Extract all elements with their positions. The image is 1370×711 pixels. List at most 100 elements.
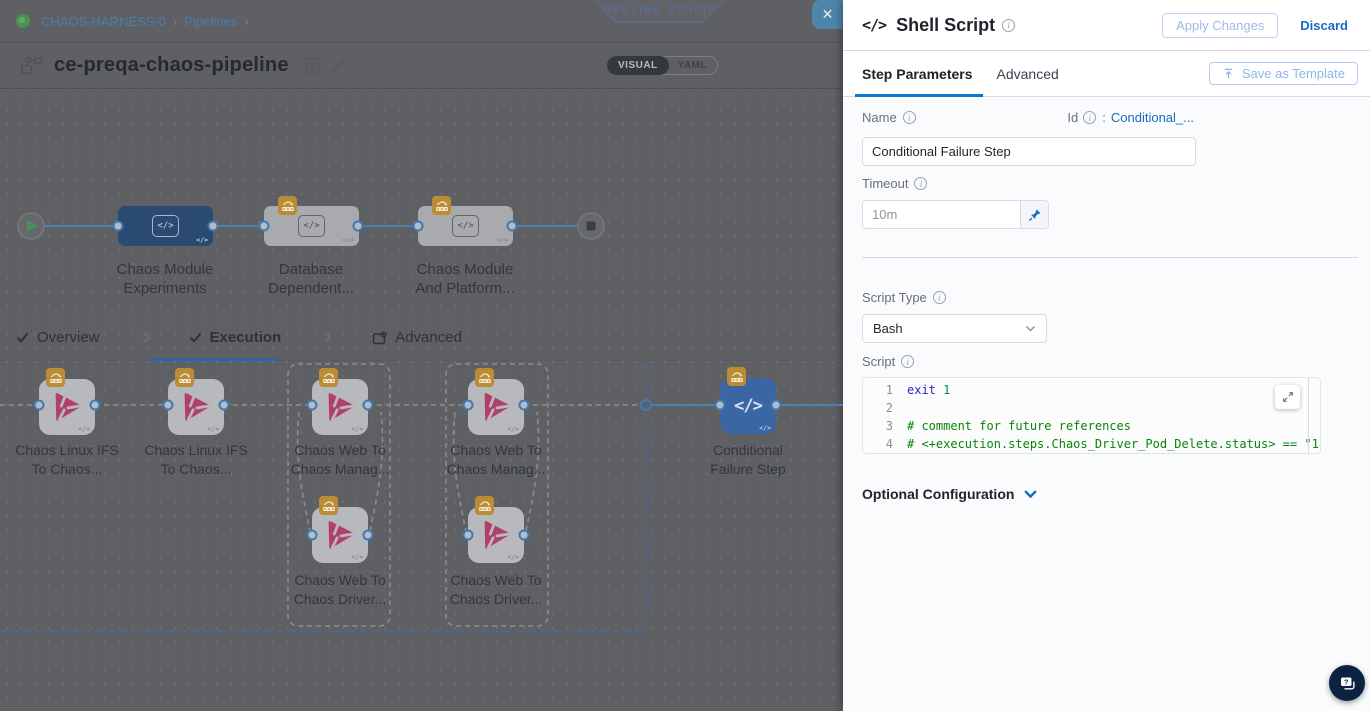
barrier-icon <box>319 368 338 387</box>
optional-configuration-toggle[interactable]: Optional Configuration <box>862 486 1037 502</box>
code-badge-icon: </> <box>507 425 519 433</box>
id-separator: : <box>1102 110 1106 125</box>
step-node-chaos-linux-ifs-1[interactable]: </> <box>39 379 95 435</box>
step-node-chaos-web-manager-2[interactable]: </> <box>468 379 524 435</box>
barrier-icon <box>727 367 746 386</box>
info-icon[interactable]: i <box>932 291 946 304</box>
pin-icon <box>1028 208 1041 221</box>
info-icon[interactable]: i <box>1083 111 1097 124</box>
barrier-icon <box>319 496 338 515</box>
code-badge-icon: </> <box>351 553 363 561</box>
step-node-chaos-web-manager-1[interactable]: </> <box>312 379 368 435</box>
shell-script-icon: </> <box>862 16 887 34</box>
chat-help-icon: ? <box>1340 677 1355 689</box>
tab-advanced[interactable]: Advanced <box>996 65 1059 82</box>
code-line: 4# <+execution.steps.Chaos_Driver_Pod_De… <box>885 437 1319 451</box>
barrier-icon <box>175 368 194 387</box>
active-tab-underline <box>150 358 278 361</box>
code-badge-icon: </> <box>507 553 519 561</box>
code-line: 3# comment for future references <box>885 419 1131 433</box>
info-icon[interactable]: i <box>902 111 916 124</box>
info-icon[interactable]: i <box>901 355 915 368</box>
editor-scrollbar[interactable] <box>1308 378 1309 453</box>
code-badge-icon: </> <box>496 236 508 244</box>
code-badge-icon: </> <box>196 236 208 244</box>
code-badge-icon: </> <box>78 425 90 433</box>
chaos-module-icon: </> <box>298 215 325 237</box>
panel-tab-bar: Step Parameters Advanced Save as Templat… <box>843 51 1370 97</box>
chevron-down-icon <box>1025 325 1036 332</box>
info-icon[interactable]: i <box>914 177 928 190</box>
name-input[interactable]: Conditional Failure Step <box>862 137 1196 166</box>
expand-editor-button[interactable] <box>1275 385 1300 409</box>
info-icon[interactable]: i <box>1002 18 1016 32</box>
breadcrumb-project-link[interactable]: CHAOS-HARNESS-0 <box>41 13 166 29</box>
active-tab-underline <box>855 93 983 97</box>
check-icon <box>189 332 201 343</box>
save-as-template-button[interactable]: Save as Template <box>1208 62 1358 85</box>
tab-advanced[interactable]: Advanced <box>372 329 462 346</box>
chevron-down-icon <box>1025 490 1037 498</box>
tab-overview[interactable]: Overview <box>16 329 100 346</box>
toggle-yaml[interactable]: YAML <box>677 60 708 71</box>
stage-tab-bar: Overview Execution Advanced <box>0 315 843 361</box>
shell-script-icon: </> <box>734 396 763 416</box>
svg-text:?: ? <box>1343 677 1348 686</box>
edit-pencil-icon[interactable] <box>330 57 347 74</box>
tab-step-parameters[interactable]: Step Parameters <box>855 51 983 97</box>
help-chat-button[interactable]: ? <box>1329 665 1365 701</box>
barrier-icon <box>278 196 297 215</box>
discard-button[interactable]: Discard <box>1300 17 1348 33</box>
project-icon <box>16 14 30 28</box>
barrier-icon <box>46 368 65 387</box>
barrier-icon <box>432 196 451 215</box>
timeout-input[interactable]: 10m <box>862 200 1049 229</box>
code-badge-icon: </> <box>351 425 363 433</box>
advanced-tab-icon <box>373 331 387 344</box>
fixed-value-pin-button[interactable] <box>1020 201 1048 228</box>
close-icon: ✕ <box>821 6 834 22</box>
step-node-chaos-web-driver-2[interactable]: </> <box>468 507 524 563</box>
pipeline-canvas[interactable] <box>0 89 843 711</box>
barrier-icon <box>475 496 494 515</box>
step-node-chaos-web-driver-1[interactable]: </> <box>312 507 368 563</box>
pipeline-title: ce-preqa-chaos-pipeline <box>54 54 289 76</box>
notes-icon[interactable] <box>305 57 320 75</box>
step-id: Id i : Conditional_... <box>1067 110 1194 125</box>
tab-execution[interactable]: Execution <box>189 329 281 346</box>
stage-node-chaos-module-experiments[interactable]: </> </> <box>118 206 213 246</box>
step-node-conditional-failure[interactable]: </> </> <box>720 378 776 434</box>
graph-connectors <box>0 212 843 632</box>
step-id-value[interactable]: Conditional_... <box>1110 110 1194 125</box>
chaos-experiment-icon <box>184 392 210 421</box>
toggle-visual[interactable]: VISUAL <box>607 56 669 75</box>
chaos-experiment-icon <box>484 520 510 549</box>
apply-changes-button[interactable]: Apply Changes <box>1162 12 1279 38</box>
barrier-icon <box>475 368 494 387</box>
chevron-right-icon <box>142 331 151 344</box>
pipeline-title-bar: ce-preqa-chaos-pipeline <box>0 43 843 89</box>
stop-icon <box>586 221 596 231</box>
breadcrumb: CHAOS-HARNESS-0 › Pipelines › <box>0 0 843 43</box>
script-type-select[interactable]: Bash <box>862 314 1047 343</box>
close-drawer-button[interactable]: ✕ <box>812 0 843 29</box>
check-icon <box>16 332 29 343</box>
play-icon <box>27 220 38 232</box>
timeout-value: 10m <box>872 207 898 222</box>
code-line: 2 <box>885 401 893 415</box>
code-badge-icon: </> <box>342 236 354 244</box>
step-node-chaos-linux-ifs-2[interactable]: </> <box>168 379 224 435</box>
breadcrumb-pipelines-link[interactable]: Pipelines <box>184 13 238 29</box>
chevron-right-icon <box>323 331 332 344</box>
